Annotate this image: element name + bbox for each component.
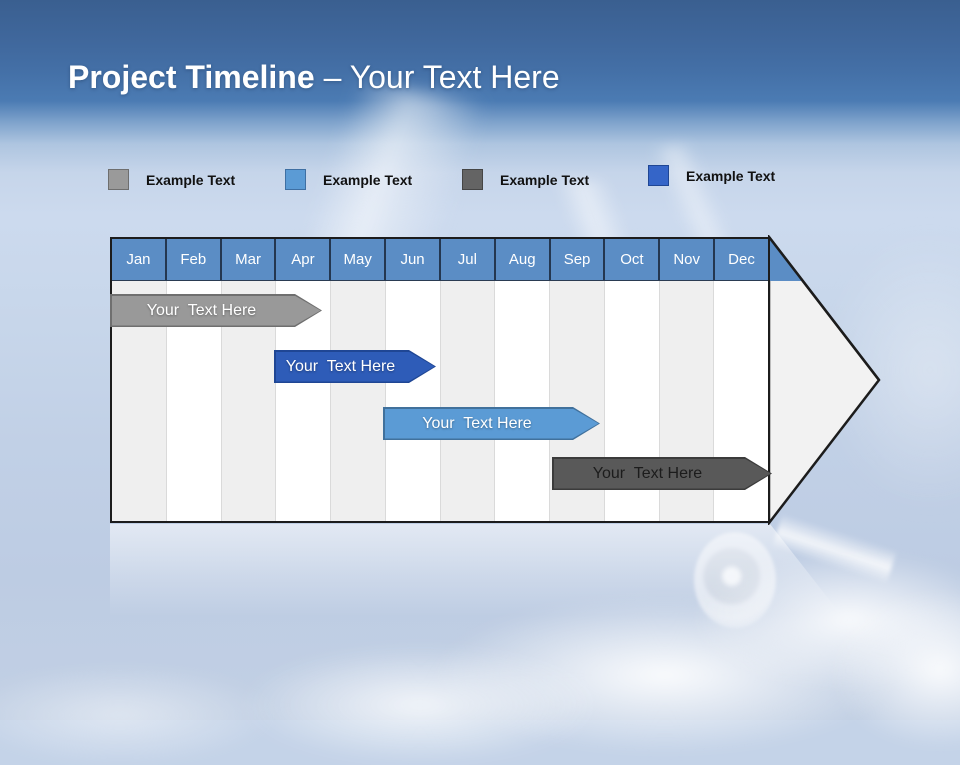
legend-swatch-icon (648, 165, 669, 186)
timeline-bar-3: Your Text Here (383, 407, 600, 440)
legend-item-2: Example Text (285, 169, 412, 190)
timeline-bar-1: Your Text Here (110, 294, 322, 327)
legend-label: Example Text (323, 171, 413, 188)
legend-label: Example Text (686, 167, 776, 184)
arrow-edge (768, 236, 880, 381)
month-column-jun (385, 281, 441, 521)
month-cell-apr: Apr (276, 239, 332, 280)
month-cell-feb: Feb (167, 239, 222, 280)
month-cell-oct: Oct (605, 239, 661, 280)
timeline-arrow-head (768, 235, 881, 525)
legend-item-3: Example Text (462, 169, 589, 190)
month-column-jul (440, 281, 496, 521)
timeline-bar-4: Your Text Here (552, 457, 772, 490)
legend-swatch-icon (462, 169, 483, 190)
month-cell-sep: Sep (551, 239, 606, 280)
month-cell-jul: Jul (441, 239, 496, 280)
month-cell-jan: Jan (112, 239, 167, 280)
legend-item-1: Example Text (108, 169, 235, 190)
bar-label: Your Text Here (146, 301, 257, 319)
month-cell-may: May (331, 239, 387, 280)
month-cell-mar: Mar (222, 239, 277, 280)
legend-item-4: Example Text (648, 165, 775, 186)
month-column-aug (495, 281, 550, 521)
month-cell-aug: Aug (496, 239, 551, 280)
bar-fill-shape (554, 459, 771, 489)
bar-label: Your Text Here (592, 464, 703, 482)
bar-label: Your Text Here (285, 357, 396, 375)
legend-swatch-icon (108, 169, 129, 190)
month-column-may (331, 281, 386, 521)
timeline-bar-2: Your Text Here (274, 350, 436, 383)
bar-label: Your Text Here (422, 414, 532, 432)
month-cell-nov: Nov (660, 239, 716, 280)
month-cell-jun: Jun (386, 239, 441, 280)
month-cell-dec: Dec (728, 251, 755, 268)
legend-label: Example Text (500, 171, 590, 188)
legend-label: Example Text (146, 171, 236, 188)
legend-swatch-icon (285, 169, 306, 190)
